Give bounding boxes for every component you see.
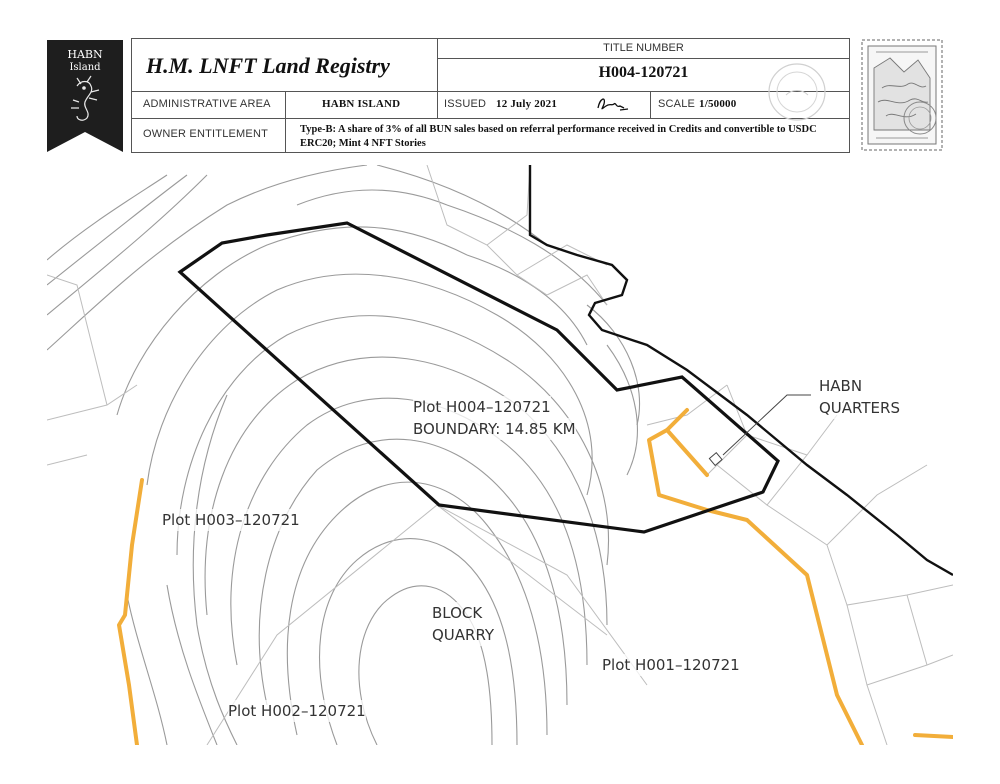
issued-date: 12 July 2021 [496,98,558,110]
habn-label: HABN [819,375,863,397]
seal-icon [768,63,826,121]
plot-h003-label: Plot H003–120721 [162,509,300,531]
issued-label: ISSUED [444,98,487,110]
plot-boundary [177,221,780,534]
title-number: H004-120721 [598,64,689,81]
habn-quarters-marker [708,394,811,467]
plot-h004-label: Plot H004–120721 [413,396,551,418]
road-lines [117,408,955,747]
admin-area-label: ADMINISTRATIVE AREA [143,98,271,110]
parcel-lines [46,164,954,746]
plot-h001-label: Plot H001–120721 [602,654,740,676]
owner-entitlement-label: OWNER ENTITLEMENT [143,128,269,140]
quarters-label: QUARTERS [819,397,900,419]
boundary-length-label: BOUNDARY: 14.85 KM [413,418,576,440]
badge-subtitle: Island [69,62,101,73]
quarry-label: QUARRY [432,624,495,646]
title-header-table: H.M. LNFT Land Registry TITLE NUMBER H00… [131,38,850,153]
coastline [528,165,954,577]
scale-label: SCALE [658,98,696,110]
block-label: BLOCK [432,602,483,624]
badge-ribbon-shape [47,40,123,152]
registry-title: H.M. LNFT Land Registry [146,53,390,78]
title-number-label: TITLE NUMBER [603,42,684,54]
owner-entitlement-text: Type-B: A share of 3% of all BUN sales b… [300,124,817,149]
map-canvas [46,164,955,747]
signature-icon [597,98,629,111]
admin-area-value: HABN ISLAND [322,98,401,110]
plot-h002-label: Plot H002–120721 [228,700,366,722]
contour-lines [46,164,641,746]
postage-stamp-icon [860,38,944,152]
badge-title: HABN [67,48,103,61]
habn-island-badge: HABN Island [47,40,123,152]
dragon-emblem-icon [71,75,100,121]
land-map: Plot H004–120721 BOUNDARY: 14.85 KM Plot… [46,164,955,747]
scale-value: 1/50000 [699,98,737,110]
